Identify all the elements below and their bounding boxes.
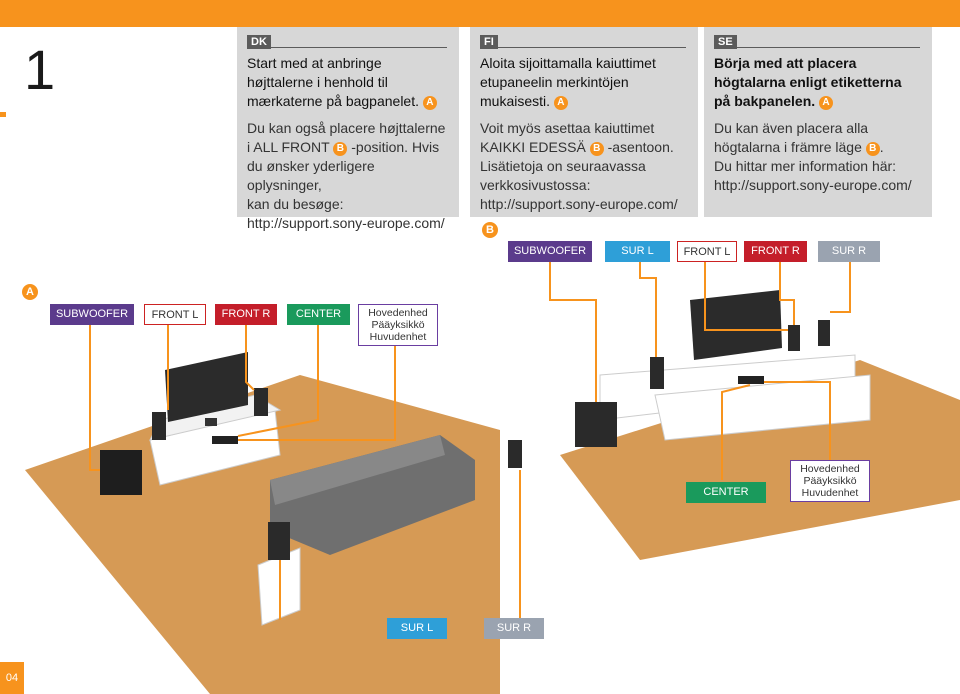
text-line: . [879,139,884,155]
sur-r-speaker-a [508,440,522,468]
front-r-label-a: FRONT R [215,304,277,325]
main-unit-text: Hovedenhed [368,307,428,319]
text-line: på bakpanelen. [714,93,816,109]
subwoofer-label-b: SUBWOOFER [508,241,592,262]
front-r-speaker-b [788,325,800,351]
support-url: http://support.sony-europe.com/ [714,177,912,193]
sur-r-label-a: SUR R [484,618,544,639]
language-code: SE [714,35,737,49]
detail-paragraph: Du kan også placere højttalerne i ALL FR… [247,119,451,233]
language-code: DK [247,35,271,49]
text-line: du ønsker yderligere oplysninger, [247,158,375,193]
intro-paragraph: Aloita sijoittamalla kaiuttimet etupanee… [480,54,690,111]
text-line: Du kan også placere højttalerne [247,120,446,136]
text-line: Du hittar mer information här: [714,158,897,174]
text-line: -asentoon. [607,139,674,155]
sofa-a [270,435,475,555]
text-line: högtalarna i främre läge [714,139,862,155]
support-url: http://support.sony-europe.com/ [247,215,445,231]
main-unit-text: Hovedenhed [800,463,860,475]
front-r-label-b: FRONT R [744,241,807,262]
text-line: högtalarna enligt etiketterna [714,74,902,90]
tv-b [690,290,782,360]
sur-r-speaker-b [818,320,830,346]
marker-a-badge: A [422,96,437,110]
step-number: 1 [24,38,56,101]
front-l-speaker-b [650,357,664,389]
column-fi: FI Aloita sijoittamalla kaiuttimet etupa… [470,27,698,217]
main-unit-text: Pääyksikkö [803,475,857,487]
text-line: Du kan även placera alla [714,120,869,136]
divider [247,47,447,48]
center-label-b: CENTER [686,482,766,503]
sur-l-speaker-a [268,522,290,560]
marker-a-badge: A [553,96,568,110]
text-line: -position. Hvis [351,139,440,155]
text-line: kan du besøge: [247,196,344,212]
sofa-seat-a [270,435,445,505]
marker-a-badge: A [819,96,834,110]
text-line: højttalerne i henhold til [247,74,388,90]
text-line: Börja med att placera [714,55,857,71]
front-l-label-a: FRONT L [144,304,206,325]
page-number: 04 [0,662,24,694]
front-l-speaker-a [152,412,166,440]
detail-paragraph: Voit myös asettaa kaiuttimet KAIKKI EDES… [480,119,690,214]
layout-b-marker: B [482,222,498,238]
text-line: Start med at anbringe [247,55,382,71]
column-dk: DK Start med at anbringe højttalerne i h… [237,27,459,231]
front-l-label-b: FRONT L [677,241,737,262]
layout-a-marker: A [22,284,38,300]
text-line: etupaneelin merkintöjen [480,74,629,90]
text-line: mærkaterne på bagpanelet. [247,93,419,109]
text-line: KAIKKI EDESSÄ [480,139,586,155]
text-line: Aloita sijoittamalla kaiuttimet [480,55,656,71]
sur-l-label-a: SUR L [387,618,447,639]
tv-base-a [205,418,217,426]
text-line: Lisätietoja on seuraavassa [480,158,646,174]
marker-b-badge: B [333,142,348,156]
intro-paragraph: Start med at anbringe højttalerne i henh… [247,54,451,111]
main-unit-text: Huvudenhet [801,487,859,499]
top-accent-bar [0,0,960,27]
divider [480,47,686,48]
connector-lines-b [549,262,851,480]
center-speaker-b [738,376,764,384]
step-number-box: 1 [0,27,80,112]
subwoofer-a [100,450,142,495]
language-code: FI [480,35,498,49]
main-unit-label-b: Hovedenhed Pääyksikkö Huvudenhet [790,460,870,502]
sur-l-label-b: SUR L [605,241,670,262]
text-line: i ALL FRONT [247,139,330,155]
sur-r-label-b: SUR R [818,241,880,262]
text-line: verkkosivustossa: [480,177,591,193]
support-url: http://support.sony-europe.com/ [480,196,678,212]
intro-paragraph: Börja med att placera högtalarna enligt … [714,54,924,111]
center-speaker-a [212,436,238,444]
connector-lines-a [89,324,521,620]
main-unit-text: Huvudenhet [369,331,427,343]
text-line: mukaisesti. [480,93,551,109]
detail-paragraph: Du kan även placera alla högtalarna i fr… [714,119,924,195]
front-r-speaker-a [254,388,268,416]
column-se: SE Börja med att placera högtalarna enli… [704,27,932,217]
text-line: Voit myös asettaa kaiuttimet [480,120,655,136]
subwoofer-label-a: SUBWOOFER [50,304,134,325]
marker-b-badge: B [589,142,604,156]
main-unit-label-a: Hovedenhed Pääyksikkö Huvudenhet [358,304,438,346]
main-unit-text: Pääyksikkö [371,319,425,331]
marker-b-badge: B [865,142,880,156]
center-label-a: CENTER [287,304,350,325]
divider [714,47,920,48]
subwoofer-b [575,402,617,447]
tv-a [165,352,248,422]
